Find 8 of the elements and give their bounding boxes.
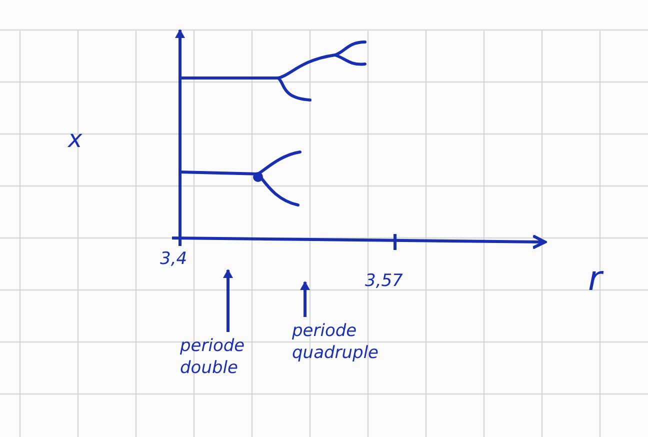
annotation-text: periode quadruple: [292, 320, 392, 364]
tick-label: 3,4: [160, 248, 188, 270]
axis-label: r: [588, 268, 602, 290]
annotation-text: periode double: [180, 335, 270, 379]
axis-label: x: [68, 128, 82, 150]
arrow: [223, 269, 233, 332]
tick-label: 3,57: [365, 270, 403, 292]
arrow: [300, 281, 310, 317]
